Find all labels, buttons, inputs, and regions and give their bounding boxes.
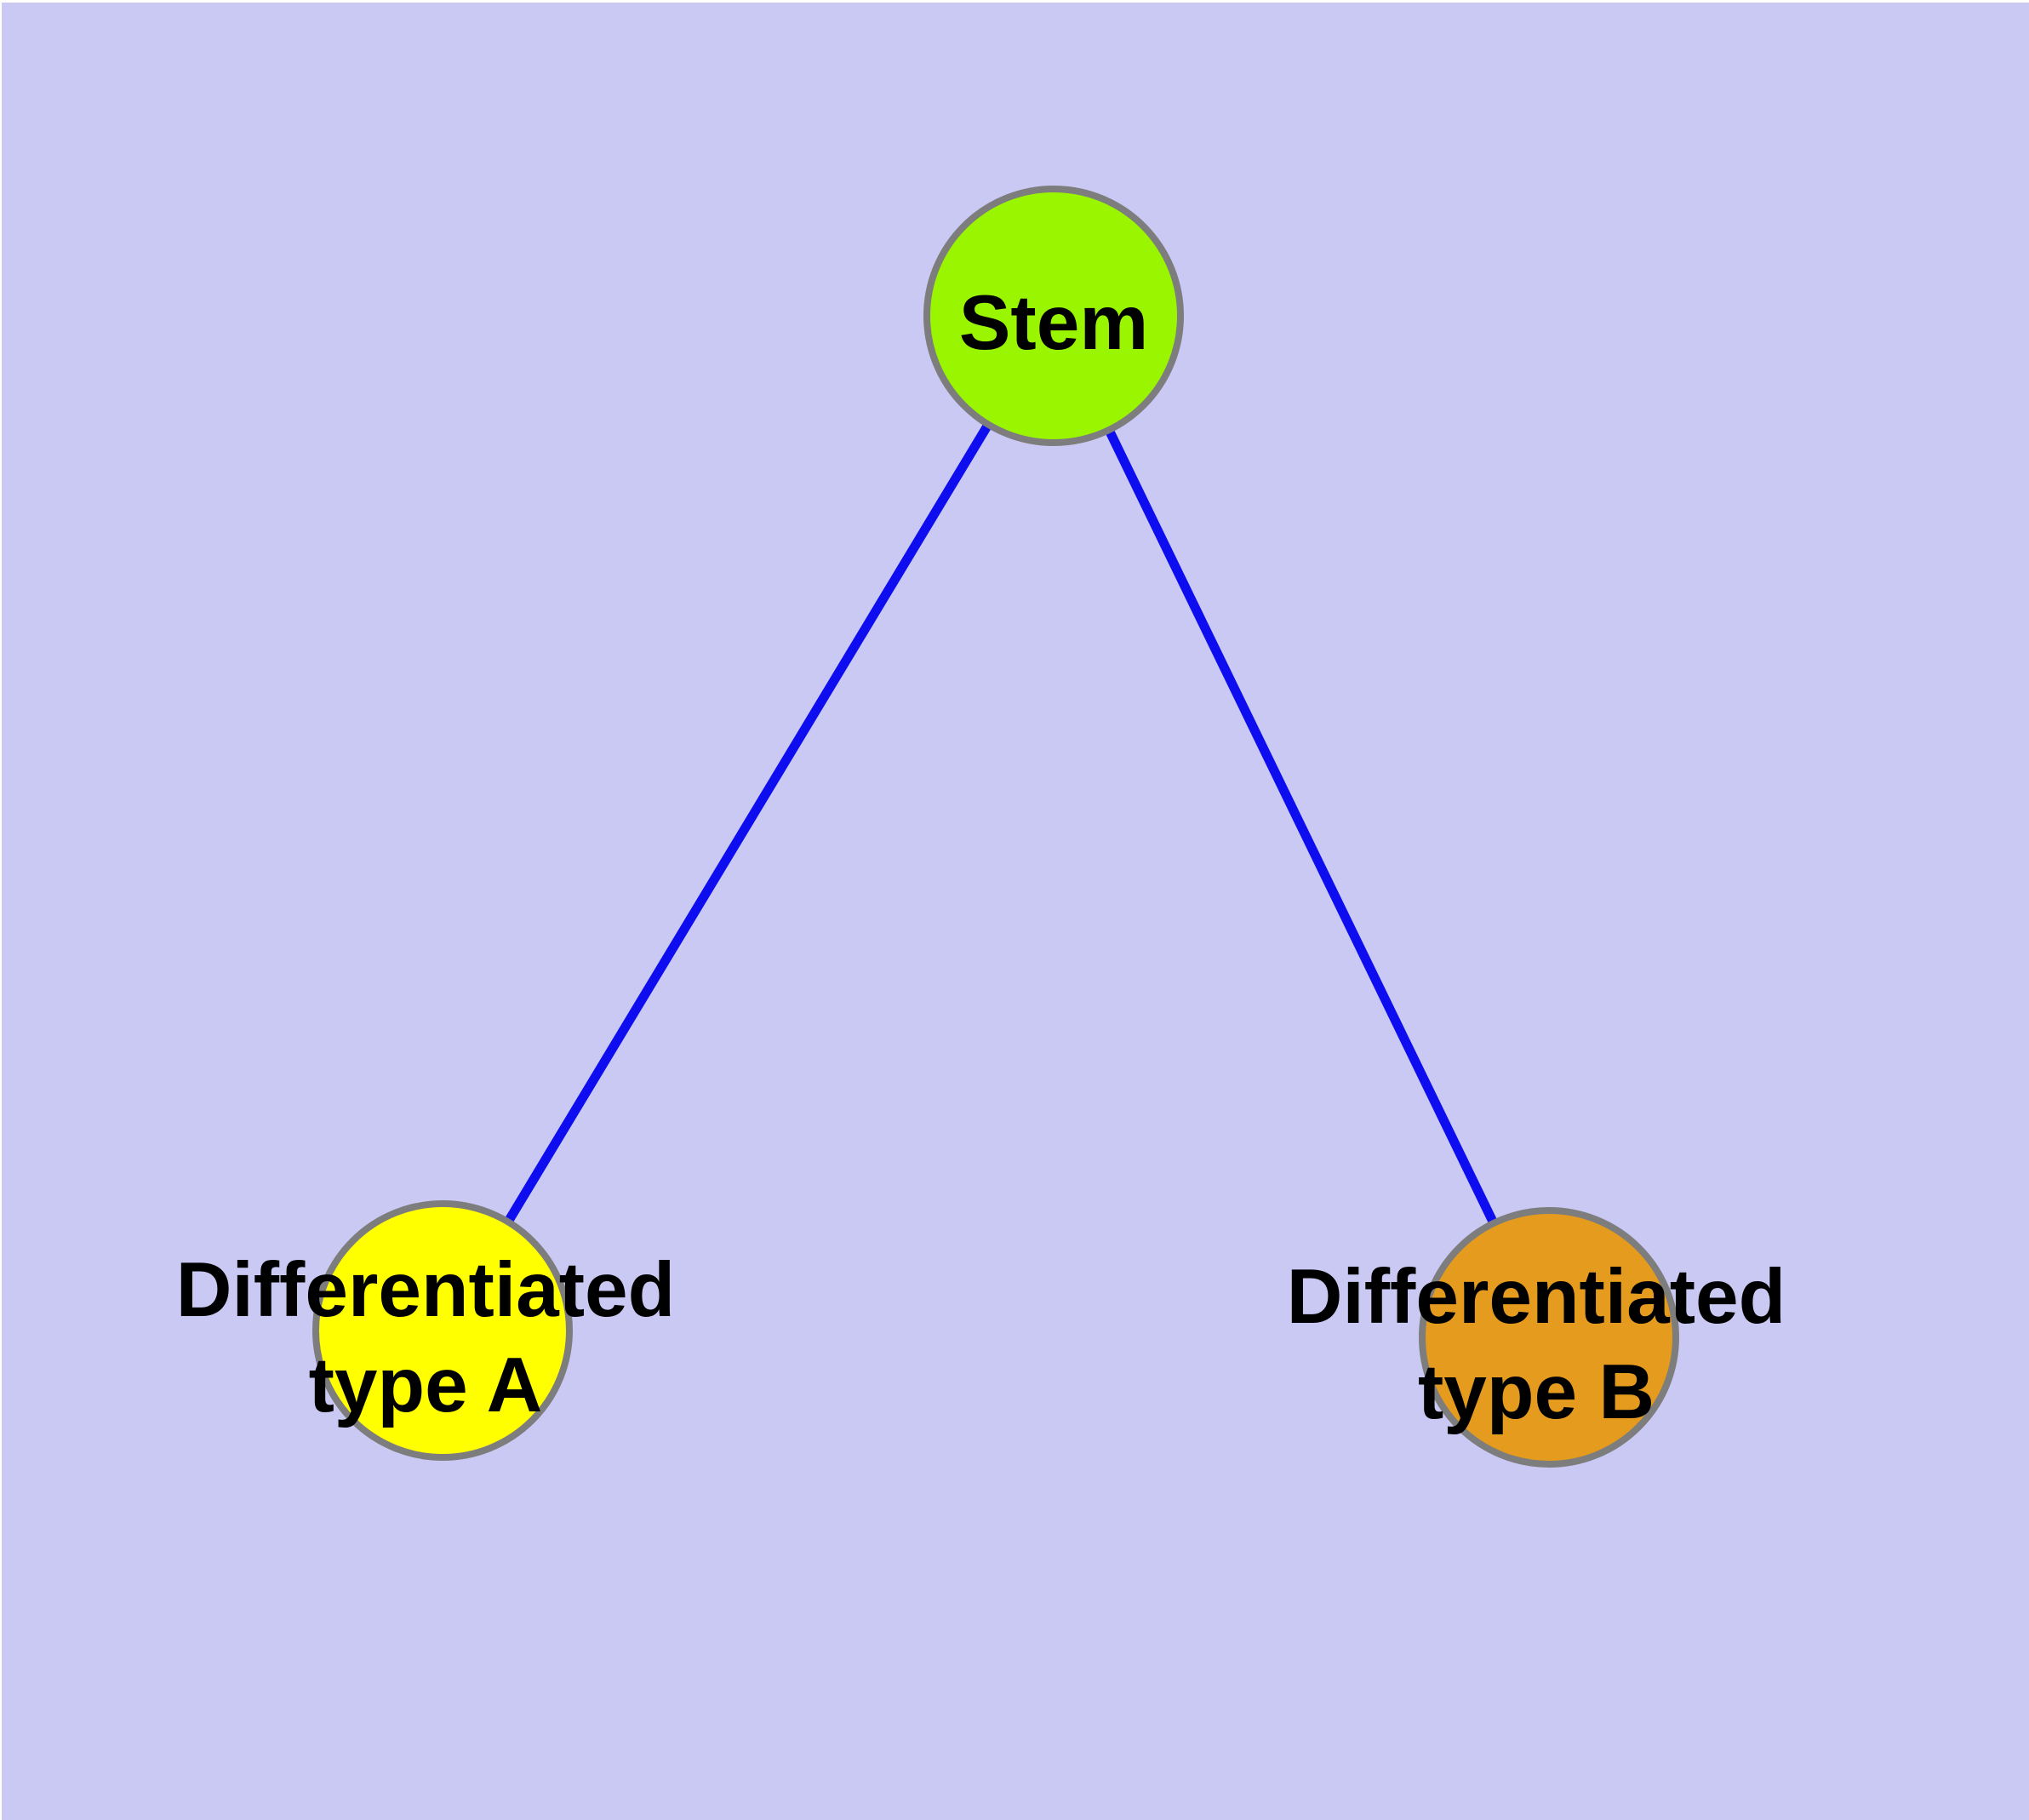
node-stem [923, 186, 1184, 446]
edge-stem-type-b [1049, 313, 1553, 1340]
edge-stem-type-a [438, 313, 1058, 1333]
node-type-b [1419, 1207, 1679, 1468]
node-type-a [312, 1200, 573, 1461]
